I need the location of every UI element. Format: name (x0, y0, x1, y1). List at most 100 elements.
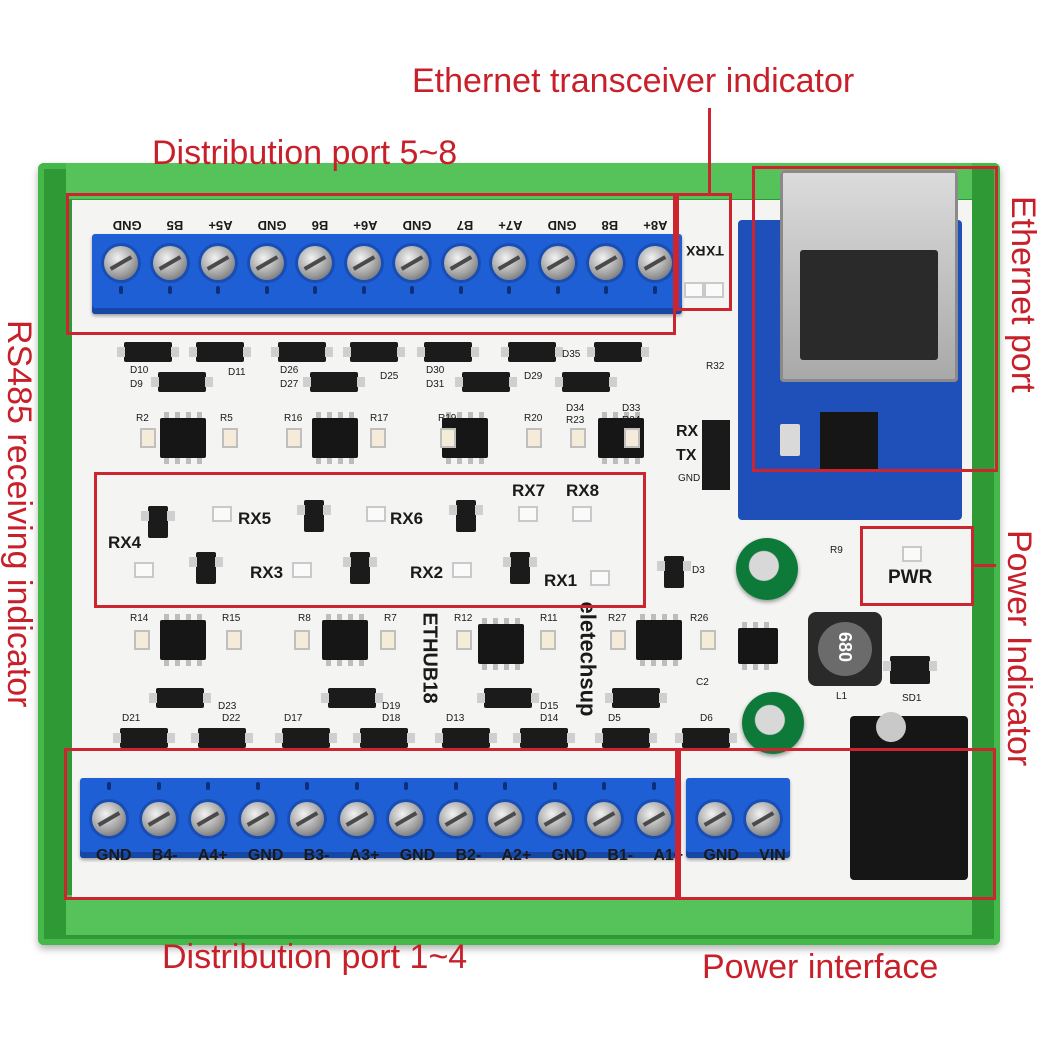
rx3-label: RX3 (250, 563, 284, 582)
highlight-rs485-receiving (94, 472, 646, 608)
power-led (902, 546, 922, 562)
highlight-distribution-1-4 (64, 748, 678, 900)
ethernet-controller-chip (820, 412, 878, 470)
highlight-ethernet-port (752, 166, 998, 472)
diode (477, 688, 539, 708)
resistor-label-r14: R14 (130, 613, 149, 624)
callout-power-interface: Power interface (702, 948, 939, 986)
diode (455, 372, 517, 392)
resistor (700, 630, 716, 650)
diode (417, 342, 479, 362)
callout-ethernet-transceiver: Ethernet transceiver indicator (412, 62, 855, 100)
board-model-label: ETHUB18 (418, 612, 441, 704)
rx8-led (572, 506, 592, 522)
diode-label-d26: D26 (280, 365, 299, 376)
terminal-wire-hole (652, 286, 657, 294)
terminal-wire-hole (255, 782, 260, 790)
diode (297, 500, 331, 532)
terminal-wire-hole (206, 782, 210, 790)
terminal-wire-hole (458, 286, 463, 294)
diode (595, 728, 657, 748)
resistor-label-r8: R8 (298, 613, 311, 624)
terminal-wire-hole (167, 286, 172, 294)
diode (353, 728, 415, 748)
bottom-pin-label: B1- (607, 847, 634, 864)
resistor-label-r7: R7 (384, 613, 397, 624)
terminal-screw (141, 802, 176, 836)
resistor (140, 428, 156, 448)
diode (605, 688, 667, 708)
rx5-led (212, 506, 232, 522)
terminal-wire-hole (313, 286, 317, 294)
dc-barrel-jack (850, 716, 968, 880)
electrolytic-capacitor (736, 538, 798, 600)
diode (191, 728, 253, 748)
terminal-wire-hole (651, 782, 656, 790)
terminal-wire-hole (602, 782, 606, 790)
resistor-label-r15: R15 (222, 613, 241, 624)
bottom-pin-label: B2- (455, 847, 482, 864)
bottom-pin-label: B3- (303, 847, 330, 864)
diode-label-d29: D29 (524, 371, 543, 382)
resistor (380, 630, 396, 650)
leader-line-transceiver (708, 108, 711, 194)
diode-label-d9: D9 (130, 379, 143, 390)
diode-label-d17: D17 (284, 713, 303, 724)
terminal-wire-hole (453, 782, 458, 790)
diode (113, 728, 175, 748)
highlight-distribution-5-8 (66, 193, 676, 335)
diode-label-d15: D15 (540, 701, 559, 712)
resistor-label-r26: R26 (690, 613, 709, 624)
resistor-label-r24: R24 (622, 415, 641, 426)
power-inductor-core (818, 622, 872, 676)
terminal-wire-hole (404, 782, 408, 790)
bottom-pin-label: GND (247, 847, 284, 864)
eth-rx-led (684, 282, 704, 298)
diode (303, 372, 365, 392)
highlight-power-indicator (860, 526, 974, 606)
diode (149, 688, 211, 708)
rx4-led (134, 562, 154, 578)
bottom-pin-label: A4+ (197, 847, 228, 864)
bottom-pin-label: B4- (151, 847, 178, 864)
diode-label-d18: D18 (382, 713, 401, 724)
callout-ethernet-port: Ethernet port (1004, 196, 1042, 393)
diode-label-d23: D23 (218, 701, 237, 712)
bottom-pin-label: GND (96, 847, 132, 864)
terminal-block-ports-1-4 (80, 778, 680, 858)
diode-label-d31: D31 (426, 379, 445, 390)
terminal-wire-hole (156, 782, 161, 790)
terminal-screw (191, 802, 225, 836)
diode (151, 372, 213, 392)
diode-label-d33: D33 (622, 403, 641, 414)
diode-label-d13: D13 (446, 713, 465, 724)
rx1-label: RX1 (544, 571, 578, 590)
terminal-screw (104, 246, 138, 280)
diode (117, 342, 179, 362)
regulator-ic (738, 622, 778, 670)
leader-line-power-indicator (972, 564, 996, 567)
diode (587, 342, 649, 362)
terminal-wire-hole (107, 782, 111, 790)
resistor-label-r5: R5 (220, 413, 233, 424)
diode (141, 506, 175, 538)
terminal-wire-hole (503, 782, 507, 790)
bottom-pin-label: VIN (759, 847, 786, 864)
resistor (222, 428, 238, 448)
resistor-label-r23: R23 (566, 415, 585, 426)
capacitor-label-c2: C2 (696, 677, 709, 688)
bottom-pin-label: A3+ (349, 847, 380, 864)
diode (675, 728, 737, 748)
diode (555, 372, 617, 392)
resistor (456, 630, 472, 650)
rx6-label: RX6 (390, 509, 424, 528)
highlight-ethernet-transceiver (676, 193, 732, 311)
schottky-diode (883, 656, 937, 684)
resistor (226, 630, 242, 650)
resistor (610, 630, 626, 650)
diode-label-sd1: SD1 (902, 693, 922, 704)
diode (343, 552, 377, 584)
terminal-screw (438, 802, 473, 836)
callout-distribution-1-4: Distribution port 1~4 (162, 938, 468, 976)
terminal-screw (540, 246, 575, 280)
